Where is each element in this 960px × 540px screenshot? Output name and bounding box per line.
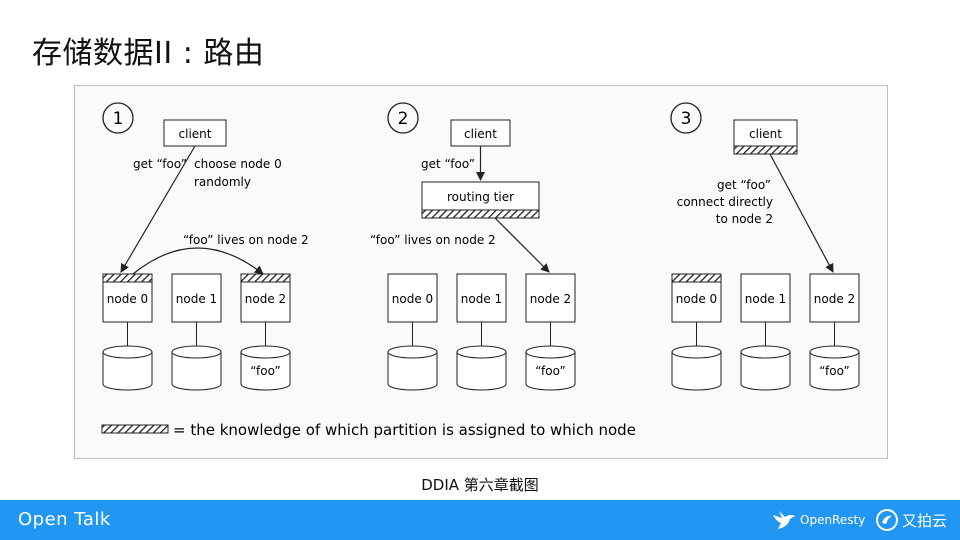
node-label: node 0 bbox=[392, 292, 433, 306]
partition-knowledge-marker bbox=[733, 145, 798, 155]
storage-cylinder: “foo” bbox=[240, 345, 291, 391]
partition-knowledge-marker bbox=[671, 273, 722, 283]
node-label: node 1 bbox=[461, 292, 502, 306]
routing-tier-label: routing tier bbox=[447, 190, 514, 204]
request-line-2: connect directly bbox=[677, 195, 773, 209]
node-label: node 0 bbox=[676, 292, 717, 306]
node-0: node 0 bbox=[387, 273, 438, 346]
request-arrow bbox=[120, 145, 196, 273]
legend-hatch-swatch bbox=[101, 424, 169, 434]
stored-key: “foo” bbox=[250, 364, 281, 378]
slide-title: 存储数据II : 路由 bbox=[32, 36, 265, 71]
partition-knowledge-marker bbox=[421, 209, 540, 219]
storage-cylinder bbox=[102, 345, 153, 391]
panel-number-circle bbox=[102, 102, 134, 134]
client-box bbox=[450, 119, 511, 147]
node-label: node 2 bbox=[814, 292, 855, 306]
node-0: node 0 bbox=[671, 273, 722, 346]
storage-cylinder bbox=[171, 345, 222, 391]
node-1: node 1 bbox=[171, 273, 222, 346]
openresty-label: OpenResty bbox=[800, 513, 866, 527]
request-line-3: to node 2 bbox=[716, 212, 773, 226]
panel-number: 3 bbox=[681, 109, 692, 129]
node-2: node 2 bbox=[240, 273, 291, 346]
node-1: node 1 bbox=[740, 273, 791, 346]
client-label: client bbox=[464, 127, 497, 141]
node-2: node 2 bbox=[525, 273, 576, 346]
partition-knowledge-marker bbox=[102, 273, 153, 283]
storage-cylinder bbox=[456, 345, 507, 391]
legend: = the knowledge of which partition is as… bbox=[101, 421, 636, 439]
direct-request-arrow bbox=[769, 153, 834, 273]
client-label: client bbox=[179, 127, 212, 141]
storage-cylinder bbox=[671, 345, 722, 391]
legend-text: = the knowledge of which partition is as… bbox=[173, 421, 636, 439]
storage-cylinder bbox=[740, 345, 791, 391]
upyun-icon bbox=[876, 509, 898, 531]
storage-cylinder: “foo” bbox=[525, 345, 576, 391]
note-line-1: choose node 0 bbox=[194, 157, 282, 171]
panel-number: 2 bbox=[398, 109, 409, 129]
route-arrow bbox=[494, 217, 550, 273]
openresty-logo: OpenResty bbox=[772, 508, 865, 532]
node-1: node 1 bbox=[456, 273, 507, 346]
storage-cylinder bbox=[387, 345, 438, 391]
request-line-1: get “foo” bbox=[717, 178, 771, 192]
panel-1: 1 client get “foo” choose node 0 randoml… bbox=[102, 102, 309, 391]
panel-2: 2 client get “foo” routing tier “foo” li… bbox=[370, 102, 576, 391]
client-label: client bbox=[749, 127, 782, 141]
storage-cylinder: “foo” bbox=[809, 345, 860, 391]
node-label: node 0 bbox=[107, 292, 148, 306]
request-label: get “foo” bbox=[133, 157, 187, 171]
hummingbird-icon bbox=[773, 511, 795, 529]
node-label: node 1 bbox=[745, 292, 786, 306]
node-label: node 2 bbox=[245, 292, 286, 306]
partition-routing-diagram: 1 client get “foo” choose node 0 randoml… bbox=[74, 85, 888, 459]
node-2: node 2 bbox=[809, 273, 860, 346]
figure-caption: DDIA 第六章截图 bbox=[421, 476, 539, 494]
route-label: “foo” lives on node 2 bbox=[370, 233, 496, 247]
upyun-label: 又拍云 bbox=[902, 511, 948, 530]
partition-knowledge-marker bbox=[240, 273, 291, 283]
stored-key: “foo” bbox=[819, 364, 850, 378]
panel-3: 3 client get “foo” connect directly to n… bbox=[670, 102, 860, 391]
node-label: node 1 bbox=[176, 292, 217, 306]
forward-label: “foo” lives on node 2 bbox=[183, 233, 309, 247]
panel-number: 1 bbox=[113, 109, 124, 129]
node-0: node 0 bbox=[102, 273, 153, 346]
forward-arrow bbox=[132, 247, 264, 275]
node-label: node 2 bbox=[530, 292, 571, 306]
request-label: get “foo” bbox=[421, 157, 475, 171]
note-line-2: randomly bbox=[194, 175, 251, 189]
diagram-canvas: 1 client get “foo” choose node 0 randoml… bbox=[101, 102, 860, 439]
open-talk-brand: Open Talk bbox=[18, 509, 111, 530]
stored-key: “foo” bbox=[535, 364, 566, 378]
footer-bar: Open Talk OpenResty 又拍云 bbox=[0, 500, 960, 540]
upyun-logo: 又拍云 bbox=[876, 508, 947, 532]
